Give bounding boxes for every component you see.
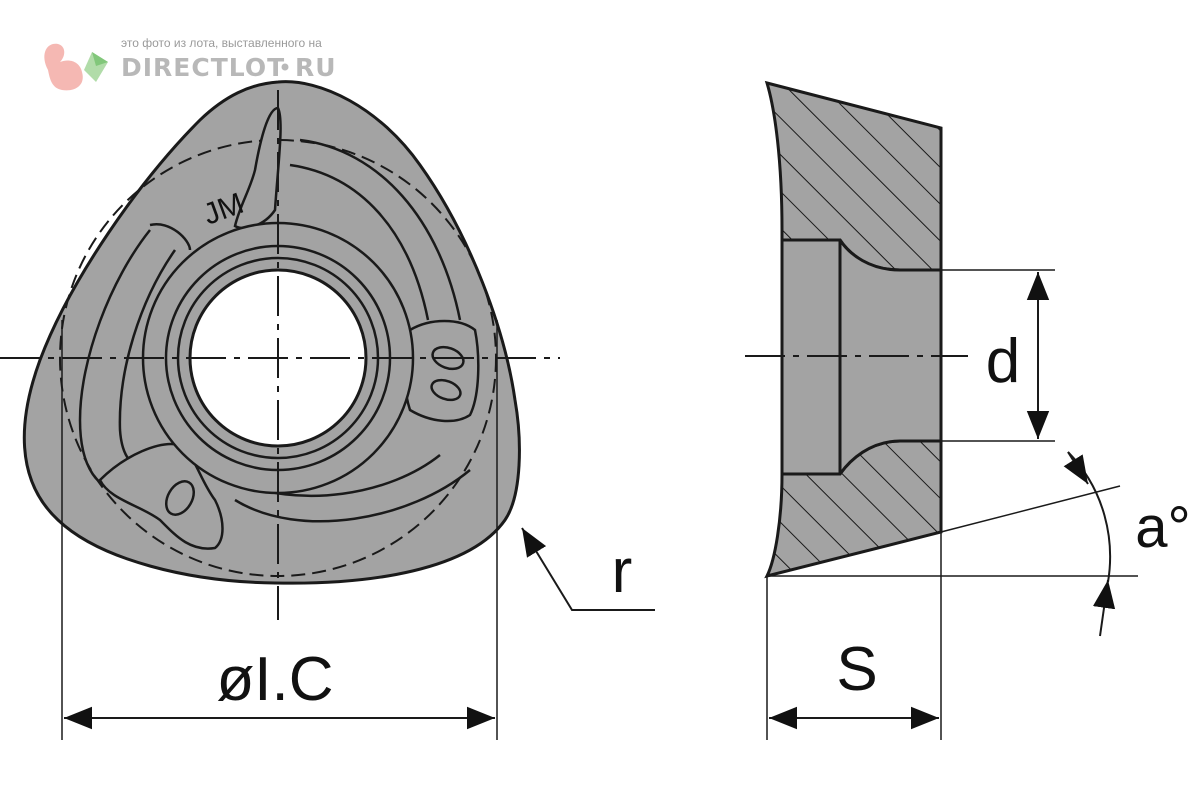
watermark-dot-icon [281,63,289,71]
squirrel-logo-icon [44,43,108,91]
bottom-left-dimple [165,480,195,516]
bottom-left-notch [98,442,224,550]
chipbreaker-groove-right-inner [289,163,430,321]
chipbreaker-groove-right [299,138,462,321]
s-dimension-label: S [836,635,877,704]
insert-top-view: JM øI.C r [0,80,655,740]
right-dimple-lower [430,378,462,402]
radius-leader [521,527,655,611]
watermark-brand: DIRECTLOT [121,53,285,82]
angle-arrow-lower [1092,579,1116,637]
angle-label: a° [1135,495,1190,560]
insert-section-view: d S a° [745,80,1191,740]
right-notch [402,319,480,423]
ic-dimension-label: øI.C [216,645,333,714]
angle-flank-line [940,485,1121,533]
angle-arrow-upper [1063,451,1089,485]
top-notch [233,106,282,230]
watermark-brand-suffix: RU [295,53,337,82]
chipbreaker-groove-bottom [234,469,471,523]
watermark: это фото из лота, выставленного на DIREC… [44,36,337,91]
d-dimension-label: d [986,327,1020,396]
watermark-caption: это фото из лота, выставленного на [121,36,322,50]
radius-label: r [612,537,633,606]
angle-arc [1067,451,1112,583]
chipbreaker-groove-left [78,229,151,492]
